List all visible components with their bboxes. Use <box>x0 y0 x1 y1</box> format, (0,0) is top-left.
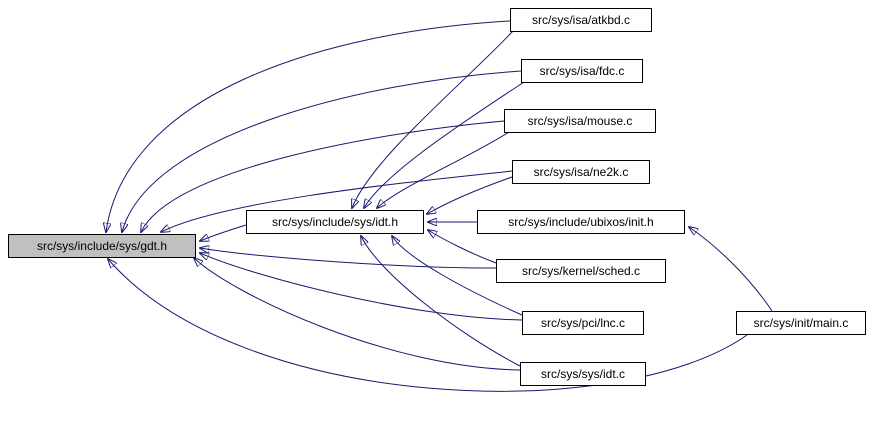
edge-ne2k-to-gdt <box>161 170 513 232</box>
edge-idth-to-gdt <box>200 224 247 241</box>
node-gdt-h: src/sys/include/sys/gdt.h <box>8 234 196 258</box>
node-lnc-c[interactable]: src/sys/pci/lnc.c <box>522 311 644 335</box>
edge-mainc-to-inith <box>689 227 773 312</box>
node-idt-h[interactable]: src/sys/include/sys/idt.h <box>246 210 424 234</box>
edge-fdc-to-idth <box>364 81 525 208</box>
edge-sched-to-idth <box>428 230 497 264</box>
node-ne2k-c[interactable]: src/sys/isa/ne2k.c <box>512 160 650 184</box>
edge-atkbd-to-idth <box>352 30 514 208</box>
node-init-h[interactable]: src/sys/include/ubixos/init.h <box>477 210 685 234</box>
edge-sched-to-gdt <box>200 248 497 269</box>
edge-mainc-to-gdt <box>108 259 748 392</box>
edge-mouse-to-gdt <box>141 120 505 232</box>
edge-lnc-to-gdt <box>200 253 523 321</box>
edge-atkbd-to-gdt <box>106 20 511 232</box>
edge-idtc-to-idth <box>361 236 521 367</box>
node-fdc-c[interactable]: src/sys/isa/fdc.c <box>521 59 643 83</box>
edge-ne2k-to-idth <box>427 176 513 214</box>
edge-idtc-to-gdt <box>194 258 521 371</box>
edge-fdc-to-gdt <box>122 70 522 232</box>
node-mouse-c[interactable]: src/sys/isa/mouse.c <box>504 109 656 133</box>
edge-mouse-to-idth <box>377 131 510 208</box>
node-main-c[interactable]: src/sys/init/main.c <box>736 311 866 335</box>
node-sched-c[interactable]: src/sys/kernel/sched.c <box>496 259 666 283</box>
node-atkbd-c[interactable]: src/sys/isa/atkbd.c <box>510 8 652 32</box>
edge-lnc-to-idth <box>392 236 523 316</box>
node-idt-c[interactable]: src/sys/sys/idt.c <box>520 362 646 386</box>
